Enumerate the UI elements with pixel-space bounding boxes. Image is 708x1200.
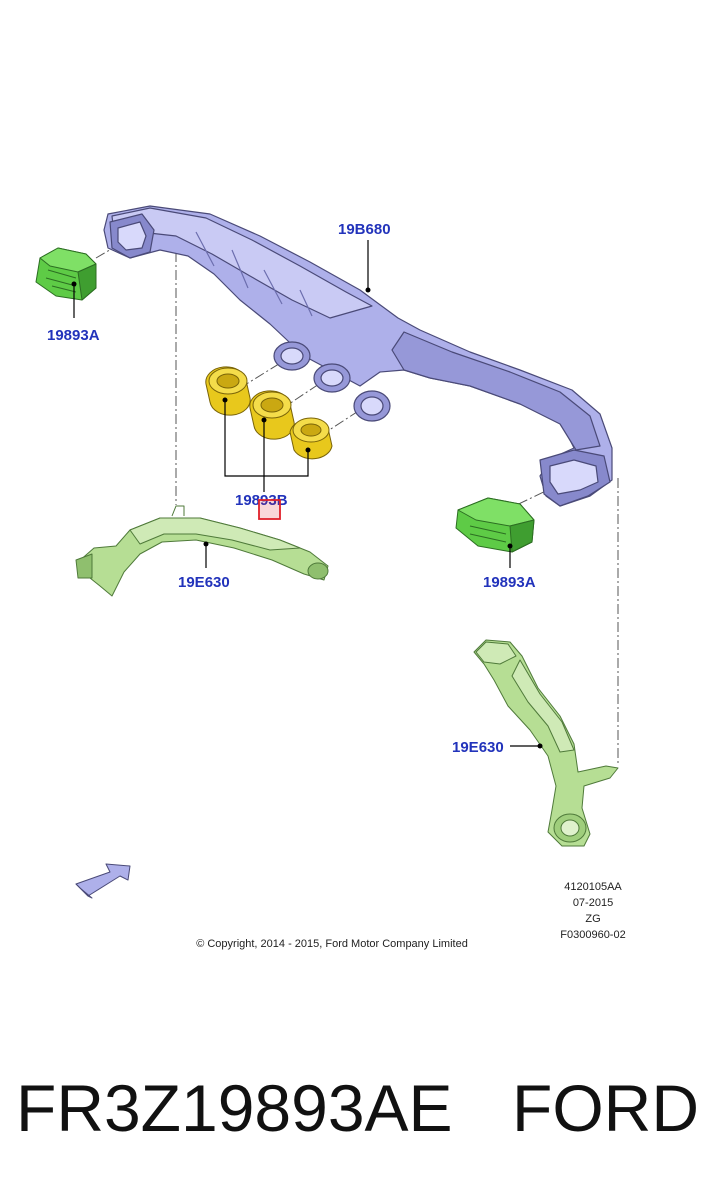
vent-register-1: [205, 366, 251, 416]
floor-hose-left: [75, 505, 329, 597]
metadata-block: 4120105AA 07-2015 ZG F0300960-02: [560, 881, 625, 941]
meta-line-4: F0300960-02: [560, 929, 625, 941]
leader-lines: [73, 240, 540, 747]
part-number-caption: FR3Z19893AE: [16, 1071, 453, 1145]
meta-line-1: 4120105AA: [564, 881, 622, 893]
brand-caption: FORD: [512, 1071, 699, 1145]
vent-registers: [205, 366, 333, 460]
meta-line-2: 07-2015: [573, 897, 613, 909]
vent-register-2: [249, 390, 295, 440]
end-bracket-left: [35, 247, 97, 301]
callout-hose-left: 19E630: [178, 574, 230, 591]
copyright-notice: © Copyright, 2014 - 2015, Ford Motor Com…: [196, 938, 468, 950]
vent-register-3: [289, 417, 333, 460]
callout-duct: 19B680: [338, 221, 391, 238]
orientation-arrow-icon: [75, 863, 131, 899]
leader-dots: [71, 281, 543, 749]
parts-diagram: 19B680 19893A 19893B 19E630 19893A 19E63…: [35, 205, 626, 950]
air-duct-main: [103, 205, 613, 507]
meta-line-3: ZG: [585, 913, 600, 925]
callout-end-bracket-left: 19893A: [47, 327, 100, 344]
end-bracket-right: [455, 497, 535, 553]
floor-hose-right: [473, 639, 619, 847]
callout-hose-right: 19E630: [452, 739, 504, 756]
highlight-marker: [258, 499, 281, 520]
callout-end-bracket-right: 19893A: [483, 574, 536, 591]
